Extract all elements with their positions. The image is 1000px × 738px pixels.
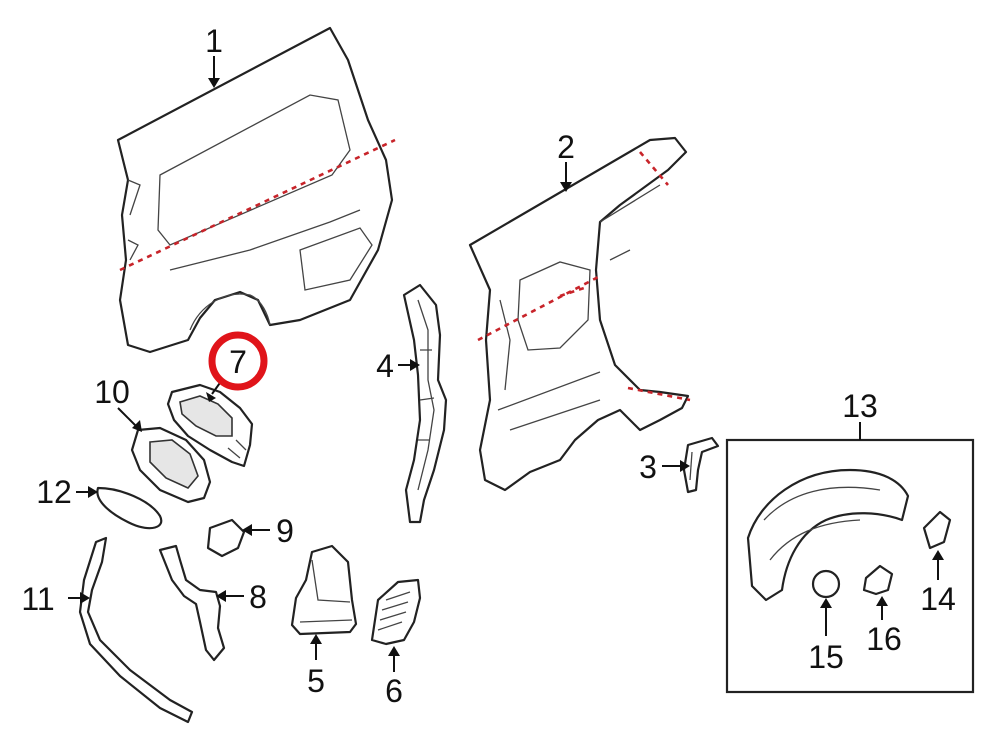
callout-13: 13 xyxy=(842,388,878,424)
part-3-bracket xyxy=(682,436,720,494)
part-16-clip-nut xyxy=(862,564,894,596)
callout-6: 6 xyxy=(385,673,403,709)
part-2-cut-line-arch xyxy=(627,386,691,402)
part-2-inner-side-panel xyxy=(468,136,690,492)
part-1-cut-line-upper xyxy=(119,138,396,272)
part-15-fastener xyxy=(811,569,841,599)
callout-2: 2 xyxy=(557,129,575,165)
part-14-plug xyxy=(922,510,952,550)
part-13-wheelhouse-liner xyxy=(746,468,910,602)
part-13-group-box xyxy=(725,438,975,694)
part-2-cut-line-upper xyxy=(639,151,669,186)
leader-lines xyxy=(68,56,944,672)
highlight-ring-7 xyxy=(208,331,268,391)
part-4-pillar-reinforcement xyxy=(402,283,448,524)
callout-4: 4 xyxy=(376,348,394,384)
callout-9: 9 xyxy=(276,513,294,549)
callout-16: 16 xyxy=(866,621,902,657)
part-8-filler-hose xyxy=(158,544,226,662)
callout-15: 15 xyxy=(808,639,844,675)
part-10-fuel-door xyxy=(130,426,212,504)
part-7-fuel-filler-housing xyxy=(166,383,254,468)
part-2-cut-line-lower xyxy=(477,273,603,342)
part-5-lower-bracket xyxy=(290,544,358,636)
part-12-gasket-ring xyxy=(96,486,163,530)
callout-11: 11 xyxy=(21,581,54,617)
callout-1: 1 xyxy=(205,23,223,59)
part-1-outer-side-panel xyxy=(116,26,394,354)
part-6-vent-grille xyxy=(370,578,422,646)
callout-3: 3 xyxy=(639,449,657,485)
callout-10: 10 xyxy=(94,374,130,410)
callout-8: 8 xyxy=(249,579,267,615)
callout-14: 14 xyxy=(920,581,956,617)
part-2-cut-line-mid xyxy=(559,286,585,298)
callout-12: 12 xyxy=(36,474,72,510)
part-9-clip xyxy=(206,518,246,558)
part-11-weatherstrip xyxy=(78,536,194,724)
callout-7: 7 xyxy=(229,344,247,380)
callout-5: 5 xyxy=(307,663,325,699)
